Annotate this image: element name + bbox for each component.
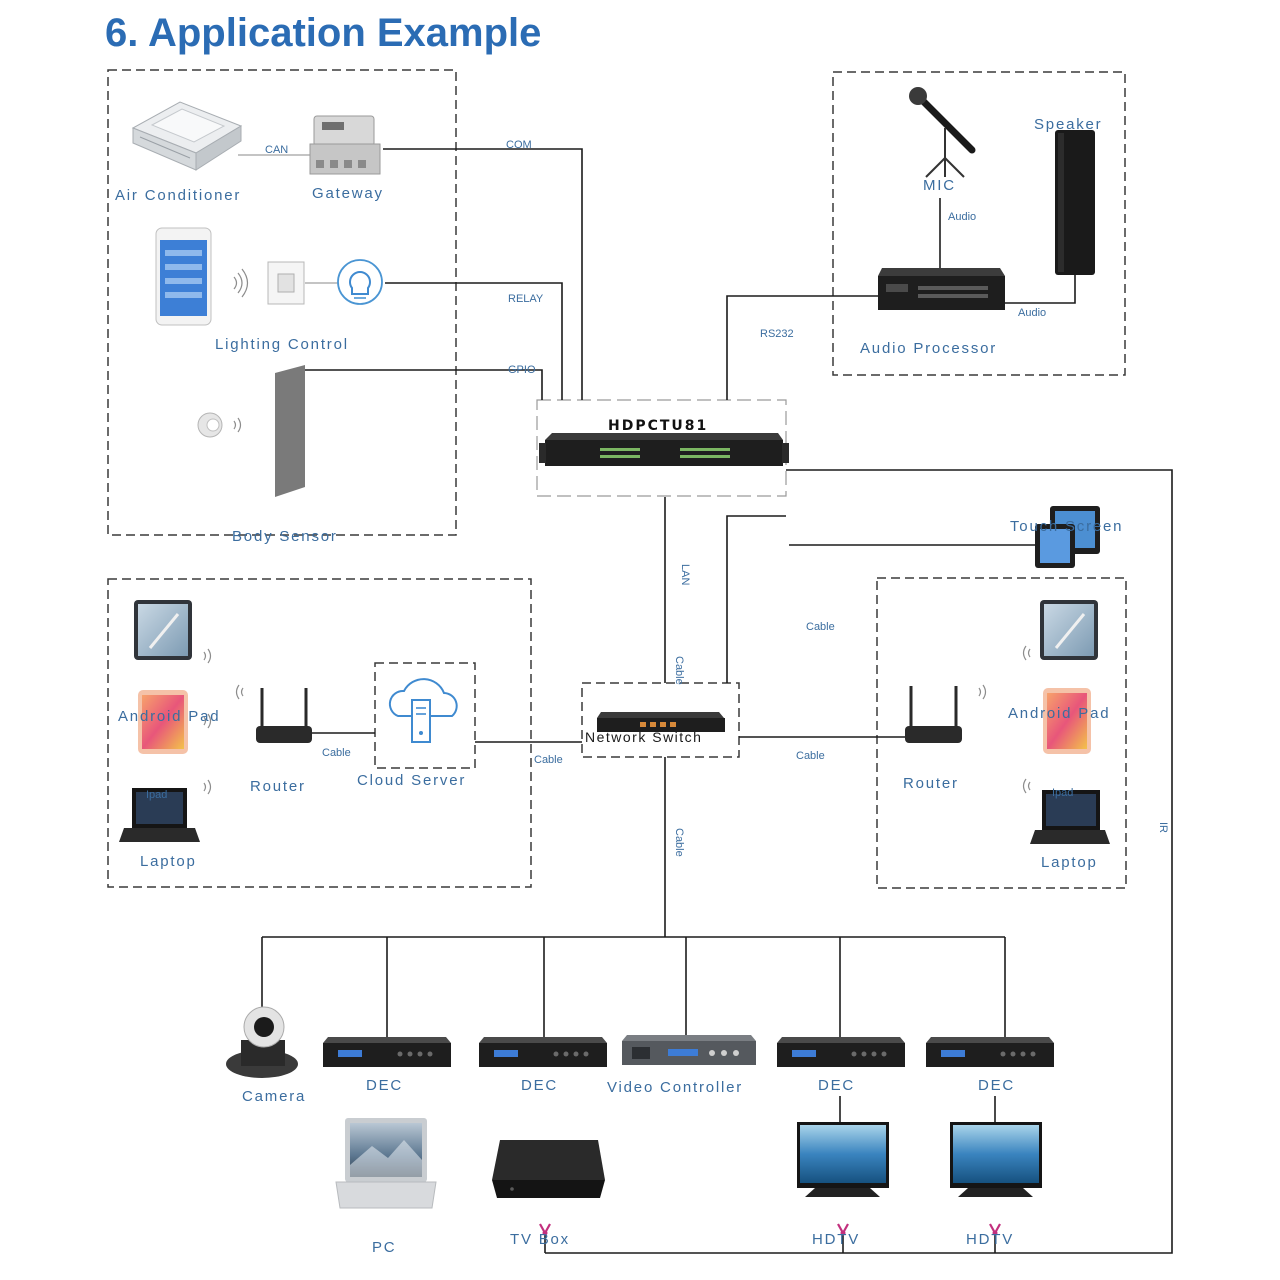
video-controller-label: Video Controller — [607, 1079, 743, 1096]
pc-label: PC — [372, 1239, 396, 1256]
page-title: 6. Application Example — [105, 11, 541, 55]
gateway-icon — [309, 115, 381, 175]
speaker-icon — [1055, 130, 1095, 275]
ir-wire — [545, 469, 1173, 1254]
light-bulb-icon — [337, 259, 383, 305]
decoder-icon — [926, 1037, 1054, 1067]
uplink-cable-label: Cable — [673, 656, 685, 685]
right-ipad-label: Ipad — [1052, 787, 1073, 799]
speaker-audio-wire — [1005, 275, 1076, 304]
right-tablet-icon — [1040, 600, 1098, 660]
gpio-label: GPIO — [508, 364, 536, 376]
left-router-label: Router — [250, 778, 306, 795]
mic-label: MIC — [923, 177, 956, 194]
hdtv-icon — [797, 1122, 889, 1197]
com-label: COM — [506, 139, 532, 151]
body-sensor-label: Body Sensor — [232, 528, 338, 545]
decoder-1-label: DEC — [366, 1077, 403, 1094]
cloud-server-icon — [388, 678, 458, 743]
ir-label: IR — [1157, 822, 1169, 833]
smartphone-icon — [155, 227, 212, 326]
rs232-wire — [726, 295, 878, 400]
com-wire — [383, 148, 583, 400]
controller-second-wire — [726, 515, 786, 683]
left-router-cable-label: Cable — [322, 747, 351, 759]
right-android-pad-icon — [1043, 688, 1091, 754]
left-android-pad-label: Android Pad — [118, 708, 220, 725]
decoder-2-label: DEC — [521, 1077, 558, 1094]
server-cable-label: Cable — [534, 754, 563, 766]
audio-zone — [832, 71, 1126, 376]
wall-switch-icon — [267, 261, 305, 305]
hdtv-2-label: HDTV — [966, 1231, 1014, 1248]
ir-emitter-icon — [989, 1223, 1001, 1236]
smart-home-zone — [107, 69, 457, 536]
can-label: CAN — [265, 144, 288, 156]
decoder-4-label: DEC — [978, 1077, 1015, 1094]
left-network-zone — [107, 578, 532, 888]
right-router-icon — [905, 686, 962, 743]
audio-processor-label: Audio Processor — [860, 340, 997, 357]
left-laptop-label: Laptop — [140, 853, 197, 870]
right-android-pad-label: Android Pad — [1008, 705, 1110, 722]
ir-emitter-icon — [539, 1223, 551, 1236]
network-switch-label: Network Switch — [585, 729, 702, 745]
left-ipad-label: Ipad — [146, 789, 167, 801]
sensor-panel — [275, 365, 305, 497]
hdtv-icon — [950, 1122, 1042, 1197]
decoder-3-label: DEC — [818, 1077, 855, 1094]
rs232-label: RS232 — [760, 328, 794, 340]
right-router-cable-label: Cable — [796, 750, 825, 762]
decoder-icon — [777, 1037, 905, 1067]
decoder-icon — [323, 1037, 451, 1067]
relay-label: RELAY — [508, 293, 544, 305]
right-wifi-icons — [978, 645, 1031, 794]
audio-processor-icon — [878, 268, 1005, 310]
right-router-label: Router — [903, 775, 959, 792]
tv-box-icon — [492, 1140, 605, 1198]
relay-wire — [385, 282, 563, 400]
tablet-icon — [134, 600, 192, 660]
touch-cable-label: Cable — [806, 621, 835, 633]
left-wifi-icons — [203, 648, 244, 795]
video-controller-icon — [622, 1035, 756, 1065]
android-pad-icon — [138, 690, 188, 754]
touch-screen-icon — [1035, 506, 1100, 568]
camera-icon — [226, 1006, 298, 1078]
laptop-icon — [119, 788, 200, 842]
network-switch-icon — [597, 712, 725, 732]
speaker-label: Speaker — [1034, 116, 1102, 133]
cloud-server-label: Cloud Server — [357, 772, 466, 789]
camera-label: Camera — [242, 1088, 306, 1105]
ir-emitter-icon — [837, 1223, 849, 1236]
router-icon — [256, 688, 312, 743]
air-conditioner-icon — [131, 101, 243, 171]
speaker-audio-label: Audio — [1018, 307, 1046, 319]
lighting-control-label: Lighting Control — [215, 336, 349, 353]
wifi-icon — [233, 268, 249, 298]
right-laptop-icon — [1030, 790, 1110, 844]
microphone-icon — [909, 87, 976, 178]
lan-label: LAN — [679, 564, 691, 585]
touch-screen-label: Touch Screen — [1010, 518, 1123, 535]
gpio-wire — [305, 369, 543, 400]
hdtv-1-label: HDTV — [812, 1231, 860, 1248]
central-controller-icon — [539, 433, 789, 466]
pc-laptop-icon — [335, 1118, 437, 1209]
decoder-icon — [479, 1037, 607, 1067]
downlink-cable-label: Cable — [673, 828, 685, 857]
controller-model-label: HDPCTU81 — [608, 418, 708, 434]
tv-box-label: TV Box — [510, 1231, 570, 1248]
gateway-label: Gateway — [312, 185, 384, 202]
air-conditioner-label: Air Conditioner — [115, 187, 241, 204]
mic-audio-label: Audio — [948, 211, 976, 223]
network-switch-frame — [581, 682, 740, 758]
motion-sensor-icon — [197, 412, 242, 438]
right-laptop-label: Laptop — [1041, 854, 1098, 871]
cloud-server-frame — [374, 662, 476, 769]
